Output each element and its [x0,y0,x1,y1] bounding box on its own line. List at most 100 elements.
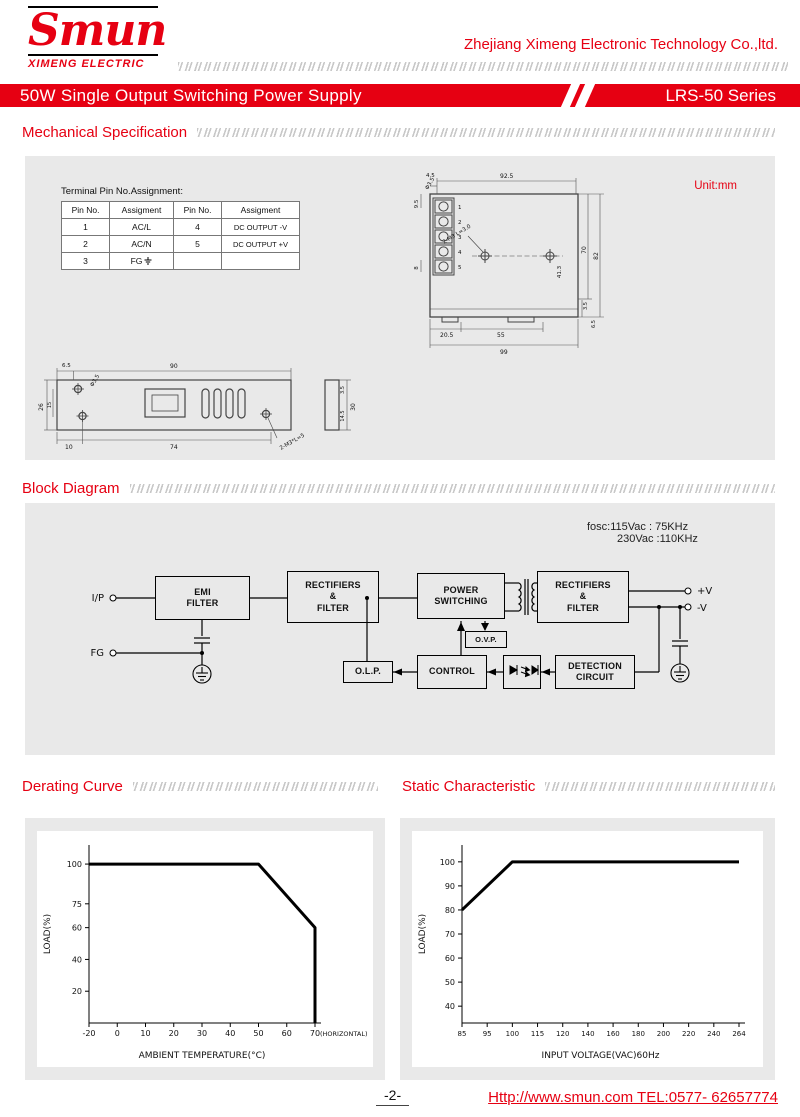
pin-assignment: DC OUTPUT -V [221,218,300,236]
svg-text:120: 120 [556,1030,569,1038]
section-mechanical-header: Mechanical Specification [22,124,775,141]
dim-label: 10 [65,444,73,451]
dim-label: 55 [497,332,505,339]
pin-table: Pin No. Assigment Pin No. Assigment 1 AC… [61,201,300,270]
dim-label: 82 [593,252,600,260]
section-title-mechanical: Mechanical Specification [22,124,188,141]
fosc-line-1: fosc:115Vac : 75KHz [587,521,689,533]
pin-assignment: AC/L [109,218,174,236]
series-label: LRS-50 Series [665,86,776,105]
svg-text:115: 115 [531,1030,544,1038]
dim-label: 3.5 [340,386,346,394]
section-title-block-diagram: Block Diagram [22,480,120,497]
dim-label: 99 [500,349,508,356]
svg-text:100: 100 [67,860,82,869]
block-power-switching: POWER SWITCHING [417,573,505,619]
pin-number: 1 [458,205,462,211]
header-chevron-decoration [178,62,788,71]
block-optocoupler [503,655,541,689]
website-link[interactable]: Http://www.smun.com TEL:0577- 62657774 [488,1089,778,1106]
chevron-decoration [129,484,775,493]
dim-label: 90 [170,363,178,370]
dim-label: 6.5 [62,363,71,369]
pin-number: 4 [458,250,462,256]
col-header: Pin No. [173,201,222,219]
svg-text:80: 80 [445,906,455,915]
dim-label: 74 [170,444,178,451]
mech-drawing-side: 4.5 92.5 9.5 Φ3.5 8 2-M3 L=3.0 41.3 70 8… [414,173,604,356]
pin-table-header-row: Pin No. Assigment Pin No. Assigment [61,201,300,219]
pin-number: 5 [458,265,462,271]
svg-text:AMBIENT TEMPERATURE(°C): AMBIENT TEMPERATURE(°C) [139,1051,266,1061]
dim-label: Φ3.5 [90,373,102,388]
col-header: Assigment [221,201,300,219]
brand-logo: Smun [28,5,167,56]
pin-no [173,252,222,270]
dim-label: 14.5 [340,410,346,421]
product-title: 50W Single Output Switching Power Supply [20,86,362,105]
input-terminal-label: I/P [92,593,104,604]
svg-text:240: 240 [707,1030,720,1038]
svg-text:40: 40 [72,955,82,964]
svg-text:140: 140 [581,1030,594,1038]
pin-table-caption: Terminal Pin No.Assignment: [61,186,183,197]
mech-drawing-bottom: 6.5 90 Φ3.5 26 15 10 74 2-M3*L=5 30 14.5… [38,363,357,452]
section-derating-header: Derating Curve [22,778,378,795]
block-control: CONTROL [417,655,487,689]
dim-label: 92.5 [500,173,514,180]
block-emi-filter: EMI FILTER [155,576,250,620]
svg-text:LOAD(%): LOAD(%) [43,914,53,954]
chevron-decoration [197,128,775,137]
dim-label: 4.5 [426,173,435,179]
svg-text:50: 50 [253,1029,263,1038]
pin-assignment: FG [109,252,174,270]
dim-label: 70 [581,246,588,254]
svg-text:30: 30 [197,1029,207,1038]
svg-text:160: 160 [606,1030,619,1038]
block-olp: O.L.P. [343,661,393,683]
svg-text:90: 90 [445,882,455,891]
col-header: Pin No. [61,201,110,219]
col-header: Assigment [109,201,174,219]
chevron-decoration [132,782,378,791]
dim-label: 41.3 [557,265,563,278]
dim-label: 8 [414,266,420,270]
svg-text:70: 70 [310,1029,320,1038]
dim-label: 26 [38,403,45,411]
svg-text:60: 60 [282,1029,292,1038]
section-title-static: Static Characteristic [402,778,536,795]
block-diagram-wires: I/P FG +V -V [90,579,712,684]
dim-label: Φ3.5 [425,176,437,191]
svg-text:0: 0 [115,1029,120,1038]
pin-assignment [221,252,300,270]
svg-text:INPUT VOLTAGE(VAC)60Hz: INPUT VOLTAGE(VAC)60Hz [542,1051,660,1061]
svg-text:LOAD(%): LOAD(%) [418,914,428,954]
svg-text:-20: -20 [82,1029,95,1038]
svg-text:100: 100 [506,1030,519,1038]
fosc-line-2: 230Vac :110KHz [617,533,698,545]
pin-number: 3 [458,235,462,241]
svg-text:10: 10 [140,1029,150,1038]
svg-text:50: 50 [445,978,455,987]
logo-rule-bottom [28,54,158,56]
block-ovp: O.V.P. [465,631,507,648]
pin-no: 4 [173,218,222,236]
table-row: 2 AC/N 5 DC OUTPUT +V [61,235,300,253]
svg-text:85: 85 [458,1030,467,1038]
svg-text:200: 200 [657,1030,670,1038]
dim-label: 6.5 [591,320,597,328]
pin-number: 2 [458,220,462,226]
page-number: -2- [376,1087,410,1106]
section-block-diagram-header: Block Diagram [22,480,775,497]
logo-rule-top [28,6,158,8]
block-diagram-panel: I/P FG +V -V EMI FILTER RECTIFIERS & FIL… [25,503,775,755]
svg-text:180: 180 [632,1030,645,1038]
pin-no: 2 [61,235,110,253]
svg-text:20: 20 [72,987,82,996]
dim-label: 2-M3*L=5 [279,432,306,451]
earth-ground-icon [144,257,152,265]
dim-label: 3.5 [583,302,589,310]
